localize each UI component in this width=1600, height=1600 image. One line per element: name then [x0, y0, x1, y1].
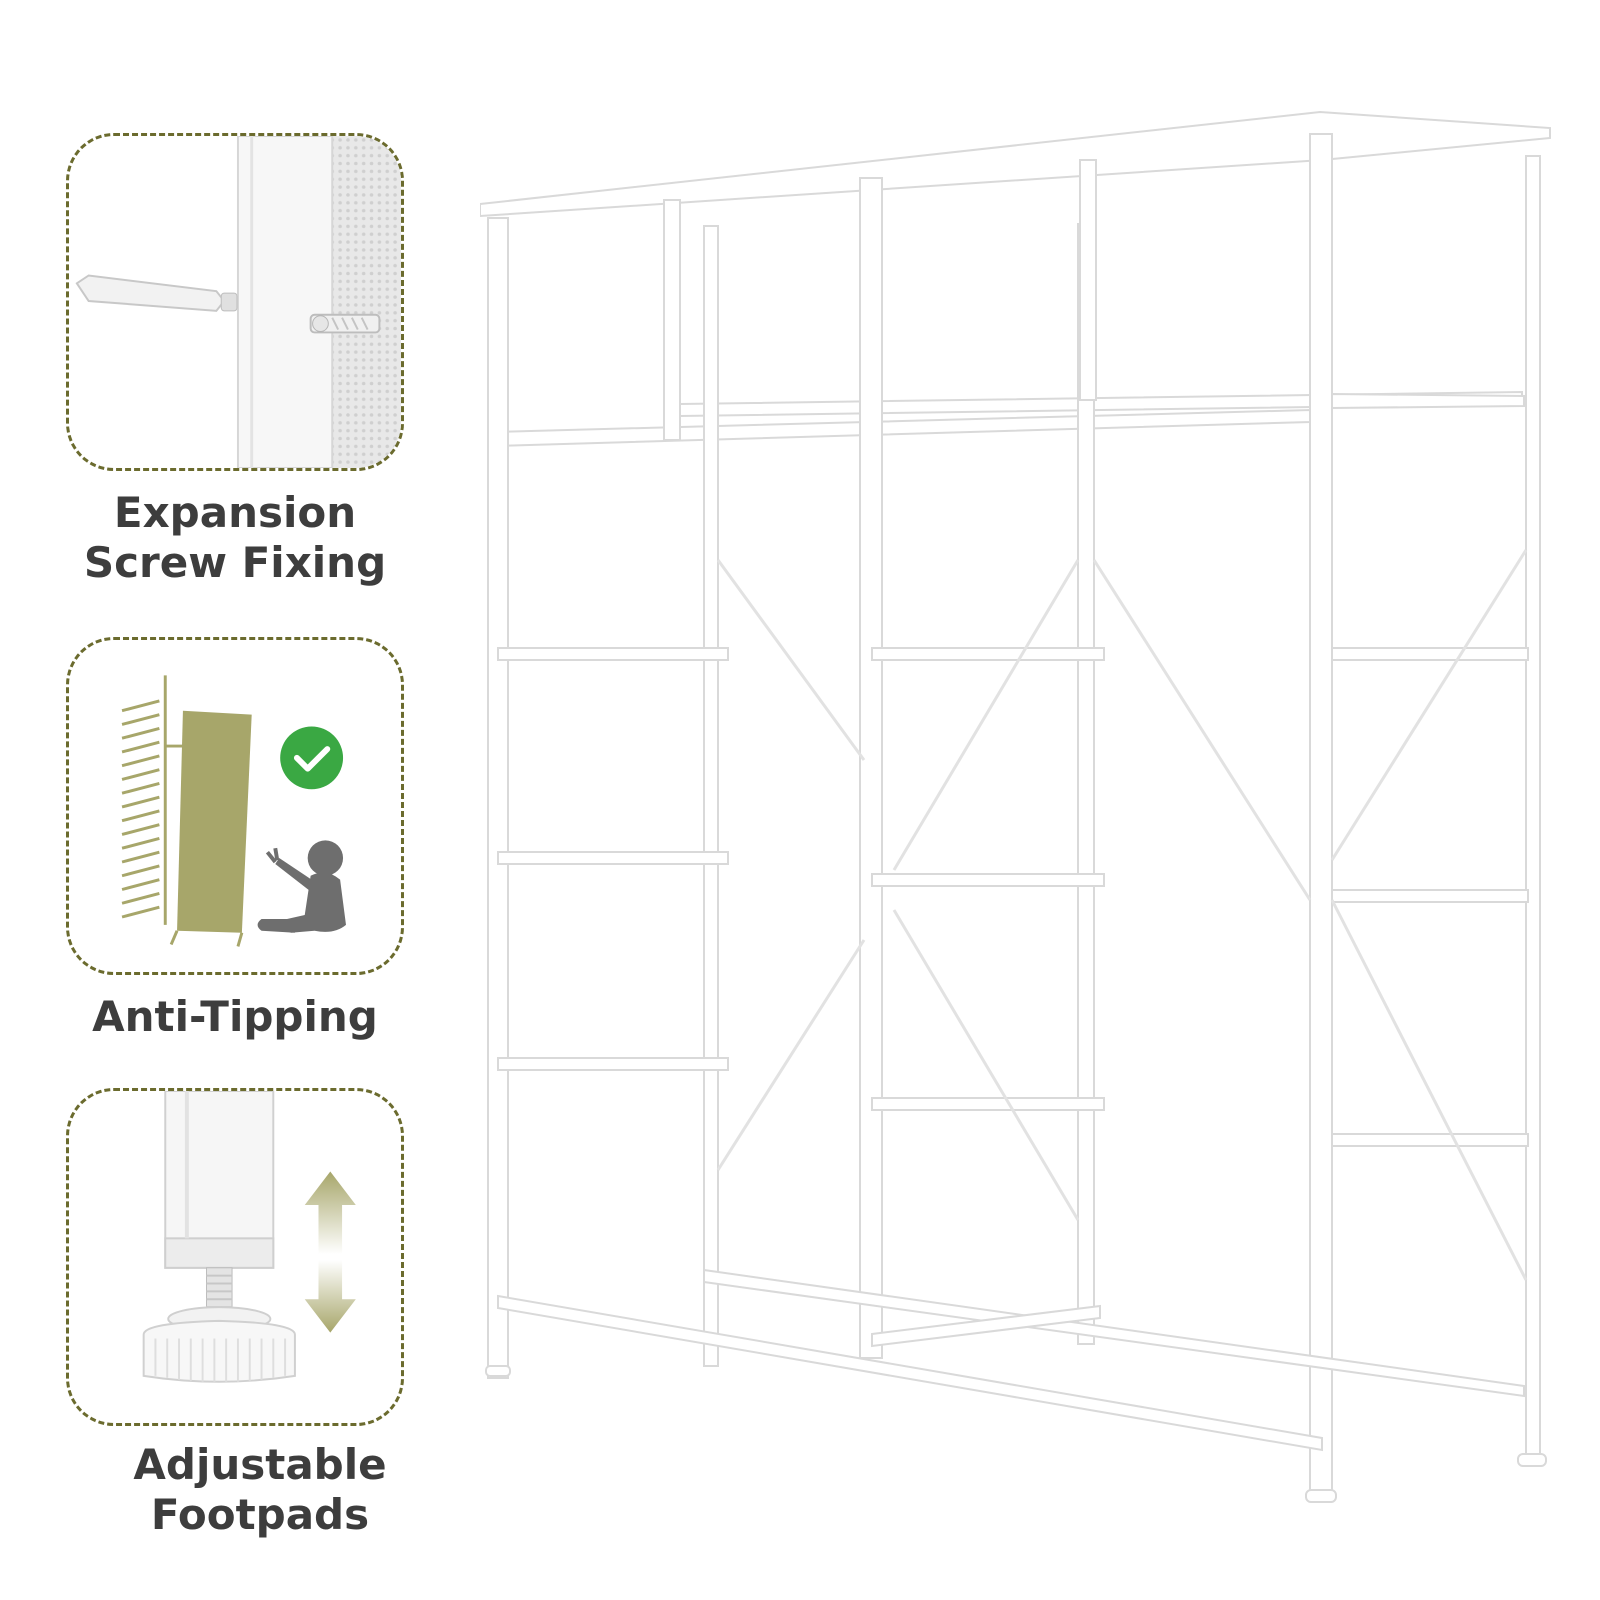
expansion-screw-label: Expansion Screw Fixing [83, 488, 387, 587]
expansion-screw-card [66, 133, 404, 471]
storage-frame-image [480, 110, 1551, 1503]
anti-tipping-label: Anti-Tipping [92, 992, 378, 1041]
adjustable-footpad-icon [142, 1091, 356, 1383]
expansion-screw-icon [75, 136, 401, 468]
anti-tipping-card [66, 637, 404, 975]
adjustable-footpad-card [66, 1088, 404, 1426]
anti-tipping-icon [121, 675, 346, 947]
adjustable-footpad-label: Adjustable Footpads [133, 1440, 387, 1539]
